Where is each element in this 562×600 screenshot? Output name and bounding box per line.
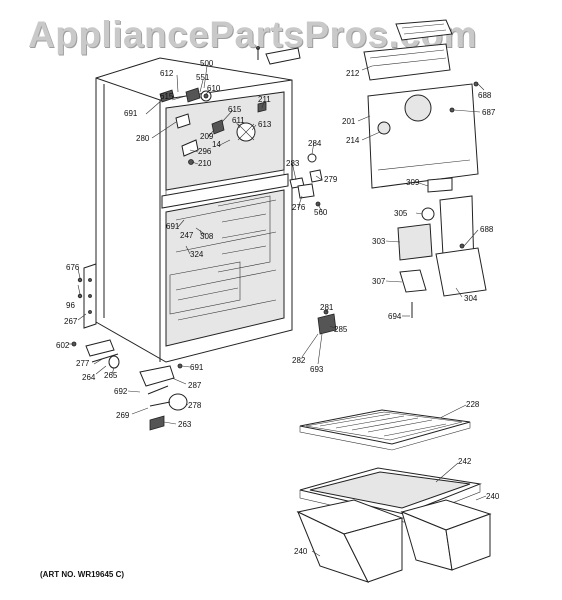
callout-324: 324 (190, 250, 204, 259)
callout-691-bottom: 691 (190, 363, 204, 372)
callout-282: 282 (292, 356, 306, 365)
callout-615-right: 615 (228, 105, 242, 114)
callout-228: 228 (466, 400, 480, 409)
glass-shelf (299, 409, 471, 451)
callout-688-mid: 688 (480, 225, 494, 234)
callout-267: 267 (64, 317, 78, 326)
callout-602: 602 (56, 341, 70, 350)
callout-240-right: 240 (486, 492, 500, 501)
callout-247: 247 (180, 231, 194, 240)
callout-691-mid: 691 (166, 222, 180, 231)
damper-assembly (397, 195, 487, 318)
callout-279: 279 (324, 175, 338, 184)
callout-285: 285 (334, 325, 348, 334)
callout-611: 611 (232, 116, 245, 125)
control-parts (159, 87, 267, 165)
callout-212: 212 (346, 69, 360, 78)
callout-693: 693 (310, 365, 324, 374)
art-number: (ART NO. WR19645 C) (40, 570, 125, 579)
callout-276: 276 (292, 203, 306, 212)
callout-694: 694 (388, 312, 402, 321)
callout-304: 304 (464, 294, 478, 303)
evaporator-cover-assembly (363, 19, 479, 193)
callout-214: 214 (346, 136, 360, 145)
callout-688-top: 688 (478, 91, 492, 100)
callout-613: 613 (258, 120, 272, 129)
callout-201: 201 (342, 117, 356, 126)
callout-309: 309 (406, 178, 420, 187)
callout-240-left: 240 (294, 547, 308, 556)
callout-242: 242 (458, 457, 472, 466)
crisper-cover (299, 467, 482, 523)
leader-lines (68, 65, 487, 557)
callout-308: 308 (200, 232, 214, 241)
callout-615-left: 615 (160, 92, 174, 101)
callout-labels: 500 612 551 610 691 615 211 615 611 613 … (56, 59, 500, 556)
callout-265: 265 (104, 371, 118, 380)
callout-209: 209 (200, 132, 214, 141)
callout-277: 277 (76, 359, 90, 368)
callout-691-top: 691 (124, 109, 138, 118)
callout-610: 610 (207, 84, 221, 93)
callout-560: 560 (314, 208, 328, 217)
callout-307: 307 (372, 277, 386, 286)
callout-305: 305 (394, 209, 408, 218)
callout-281: 281 (320, 303, 334, 312)
callout-210: 210 (198, 159, 212, 168)
callout-687: 687 (482, 108, 496, 117)
callout-264: 264 (82, 373, 96, 382)
lower-parts (71, 277, 188, 431)
callout-692: 692 (114, 387, 128, 396)
callout-284: 284 (308, 139, 322, 148)
callout-14: 14 (212, 140, 221, 149)
callout-96: 96 (66, 301, 75, 310)
callout-263: 263 (178, 420, 192, 429)
callout-278: 278 (188, 401, 202, 410)
callout-269: 269 (116, 411, 130, 420)
callout-296: 296 (198, 147, 212, 156)
callout-500: 500 (200, 59, 214, 68)
callout-280: 280 (136, 134, 150, 143)
top-hinge (265, 47, 301, 65)
callout-551: 551 (196, 73, 210, 82)
callout-676: 676 (66, 263, 80, 272)
callout-211: 211 (258, 95, 271, 104)
callout-283: 283 (286, 159, 300, 168)
callout-287: 287 (188, 381, 202, 390)
callout-612: 612 (160, 69, 174, 78)
callout-303: 303 (372, 237, 386, 246)
crisper-drawers (296, 499, 492, 583)
